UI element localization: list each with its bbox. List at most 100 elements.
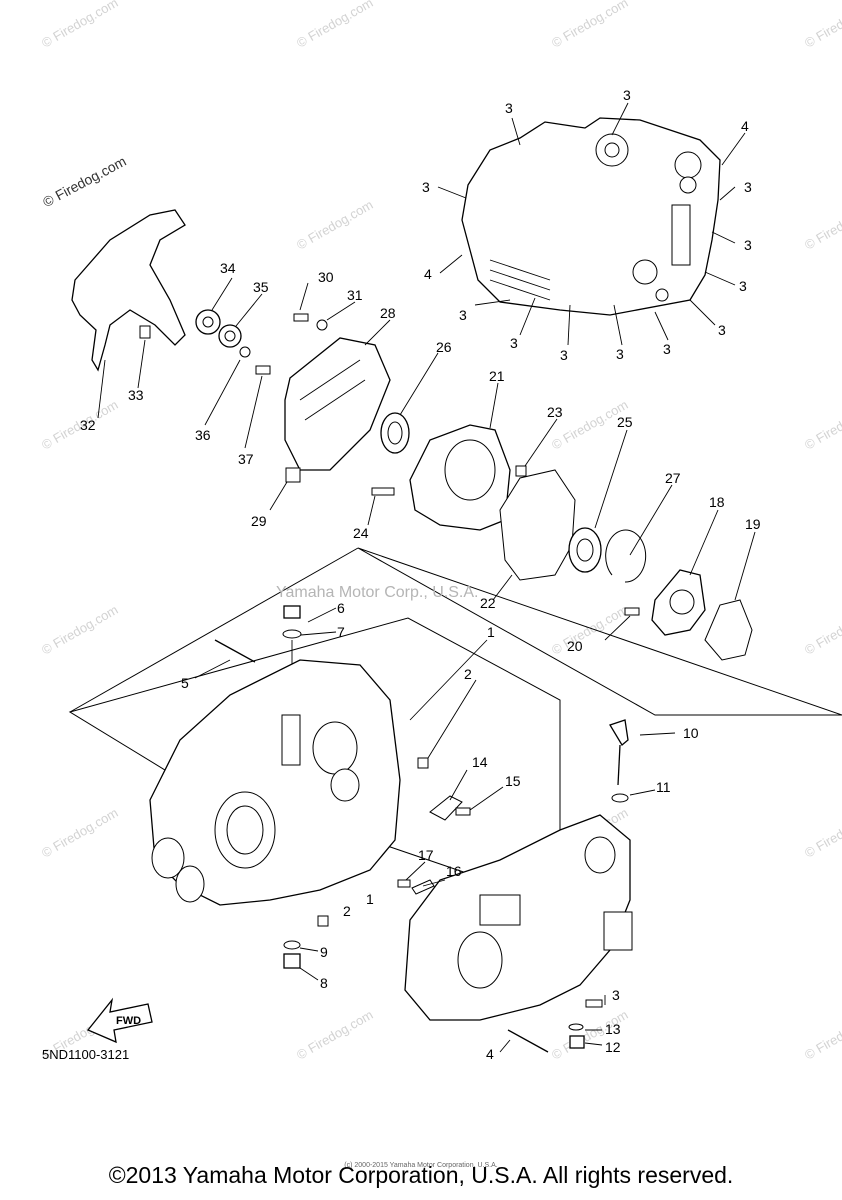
leader-lines xyxy=(97,102,756,1053)
washer-13 xyxy=(568,1023,584,1031)
crankcase-right xyxy=(404,814,633,1021)
callout-3: 3 xyxy=(459,307,467,323)
callout-4: 4 xyxy=(741,118,749,134)
callout-7: 7 xyxy=(337,624,345,640)
callout-25: 25 xyxy=(617,414,633,430)
callout-23: 23 xyxy=(547,404,563,420)
cover-28 xyxy=(284,337,391,471)
dowel-2 xyxy=(417,757,429,769)
callout-34: 34 xyxy=(220,260,236,276)
bolt-20 xyxy=(624,607,640,616)
bolt-37 xyxy=(255,365,271,375)
callout-26: 26 xyxy=(436,339,452,355)
svg-text:© Firedog.com: © Firedog.com xyxy=(549,602,631,658)
bolt-30 xyxy=(293,313,309,322)
callout-13: 13 xyxy=(605,1021,621,1037)
svg-text:© Firedog.com: © Firedog.com xyxy=(39,602,121,658)
callout-labels: 3 3 4 3 3 3 3 4 3 3 3 3 3 3 34 35 30 31 … xyxy=(80,87,761,1062)
washer-31 xyxy=(316,319,328,331)
reference-code: 5ND1100-3121 xyxy=(42,1047,130,1062)
bolt-5 xyxy=(214,639,256,663)
oil-seal-26 xyxy=(380,412,410,454)
svg-text:© Firedog.com: © Firedog.com xyxy=(802,805,842,861)
callout-3: 3 xyxy=(560,347,568,363)
svg-text:© Firedog.com: © Firedog.com xyxy=(294,1007,376,1063)
callout-3: 3 xyxy=(744,179,752,195)
svg-text:FWD: FWD xyxy=(116,1015,141,1027)
center-watermark: Yamaha Motor Corp., U.S.A. xyxy=(276,584,479,601)
bolt-3-bottom xyxy=(585,999,603,1008)
callout-28: 28 xyxy=(380,305,396,321)
svg-text:© Firedog.com: © Firedog.com xyxy=(39,0,121,51)
bolt-24 xyxy=(371,487,395,496)
callout-5: 5 xyxy=(181,675,189,691)
washer-7 xyxy=(282,629,302,639)
copyright-notice: ©2013 Yamaha Motor Corporation, U.S.A. A… xyxy=(108,1162,734,1188)
fine-print: (c) 2000-2015 Yamaha Motor Corporation, … xyxy=(344,1162,498,1169)
gasket-9 xyxy=(283,940,301,950)
assembly-frame-right xyxy=(357,547,842,716)
callout-19: 19 xyxy=(745,516,761,532)
callout-31: 31 xyxy=(347,287,363,303)
circlip-27 xyxy=(605,529,647,583)
cover-18 xyxy=(651,569,706,636)
callout-29: 29 xyxy=(251,513,267,529)
svg-text:© Firedog.com: © Firedog.com xyxy=(549,0,631,51)
svg-text:© Firedog.com: © Firedog.com xyxy=(802,0,842,51)
svg-text:© Firedog.com: © Firedog.com xyxy=(802,602,842,658)
dowel-2-lower xyxy=(317,915,329,927)
callout-14: 14 xyxy=(472,754,488,770)
callout-3: 3 xyxy=(718,322,726,338)
bolt-15 xyxy=(455,807,471,816)
bolt-17 xyxy=(397,879,411,888)
callout-10: 10 xyxy=(683,725,699,741)
callout-4: 4 xyxy=(486,1046,494,1062)
callout-37: 37 xyxy=(238,451,254,467)
callout-2: 2 xyxy=(343,903,351,919)
callout-11: 11 xyxy=(656,779,671,795)
bearing-34 xyxy=(195,309,221,335)
gasket-19 xyxy=(704,599,753,661)
housing-21 xyxy=(409,424,511,531)
svg-text:© Firedog.com: © Firedog.com xyxy=(802,197,842,253)
svg-text:© Firedog.com: © Firedog.com xyxy=(294,0,376,51)
callout-3: 3 xyxy=(422,179,430,195)
callout-3: 3 xyxy=(616,346,624,362)
callout-36: 36 xyxy=(195,427,211,443)
callout-9: 9 xyxy=(320,944,328,960)
assembly-frame-left xyxy=(68,617,561,906)
callout-1: 1 xyxy=(366,891,374,907)
callout-6: 6 xyxy=(337,600,345,616)
callout-8: 8 xyxy=(320,975,328,991)
bolt-4-bottom xyxy=(507,1029,549,1053)
callout-18: 18 xyxy=(709,494,725,510)
o-ring-11 xyxy=(611,793,629,803)
bearing-25 xyxy=(568,527,602,573)
callout-2: 2 xyxy=(464,666,472,682)
callout-35: 35 xyxy=(253,279,269,295)
plate-14 xyxy=(429,795,463,821)
callout-15: 15 xyxy=(505,773,521,789)
plate-16 xyxy=(411,879,435,895)
washer-36 xyxy=(239,346,251,358)
svg-text:© Firedog.com: © Firedog.com xyxy=(802,397,842,453)
seal-35 xyxy=(218,324,242,348)
callout-3: 3 xyxy=(744,237,752,253)
callout-30: 30 xyxy=(318,269,334,285)
callout-22: 22 xyxy=(480,595,496,611)
svg-text:© Firedog.com: © Firedog.com xyxy=(802,1007,842,1063)
plug-6 xyxy=(283,605,301,619)
dipstick-10 xyxy=(609,719,629,786)
callout-32: 32 xyxy=(80,417,96,433)
callout-24: 24 xyxy=(353,525,369,541)
drain-bolt-8 xyxy=(283,953,301,969)
crankcase-cover xyxy=(461,117,721,316)
drive-cover-bracket xyxy=(71,209,186,372)
callout-1: 1 xyxy=(487,624,495,640)
callout-3: 3 xyxy=(663,341,671,357)
plug-12 xyxy=(569,1035,585,1049)
callout-27: 27 xyxy=(665,470,681,486)
callout-3: 3 xyxy=(612,987,620,1003)
callout-20: 20 xyxy=(567,638,583,654)
svg-text:© Firedog.com: © Firedog.com xyxy=(39,805,121,861)
